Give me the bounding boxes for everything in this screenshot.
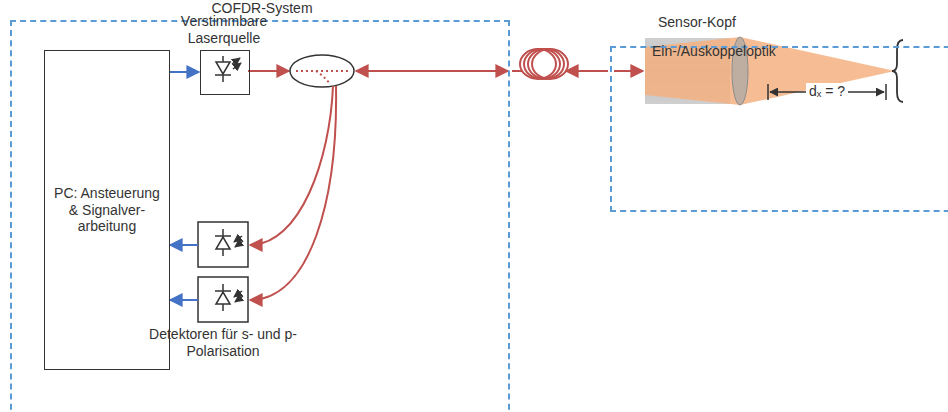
node-text: Sensor-Kopf xyxy=(658,14,736,31)
control-arrow xyxy=(170,71,199,73)
dimension-line xyxy=(768,84,886,100)
dimension-label: dₓ = ? xyxy=(806,83,848,100)
system-frame: COFDR-SystemPC: Ansteuerung & Signalver-… xyxy=(10,20,510,412)
laser-diode-symbol xyxy=(215,56,241,82)
node-text: Ein-/Auskoppeloptik xyxy=(652,43,776,60)
node-text: PC: Ansteuerung & Signalver-arbeitung xyxy=(49,185,165,235)
photodiode-symbol xyxy=(215,229,243,311)
node-text: Verstimmbare Laserquelle xyxy=(159,13,289,47)
signal-arrow xyxy=(170,245,198,300)
detector-box xyxy=(198,222,248,322)
optics-housing: Ein-/Auskoppeloptik xyxy=(647,40,732,106)
laser-box: Verstimmbare Laserquelle xyxy=(200,50,250,95)
annotation: Detektoren für s- und p-Polarisation xyxy=(138,326,308,360)
optical-fiber xyxy=(248,49,643,300)
sensor-frame: Sensor-KopfEin-/Auskoppeloptik xyxy=(610,46,948,212)
pc-box: PC: Ansteuerung & Signalver-arbeitung xyxy=(44,50,170,370)
